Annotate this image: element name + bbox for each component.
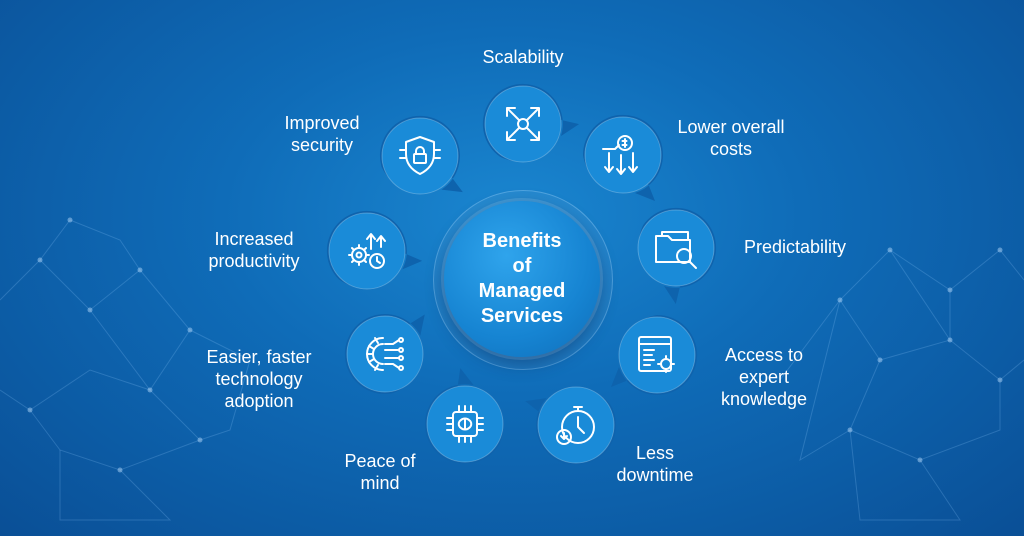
- money-down-icon: [602, 135, 638, 175]
- brain-chip-icon: [446, 405, 484, 443]
- label-peace-of-mind: Peace of mind: [344, 451, 416, 493]
- folder-search-icon: [655, 231, 697, 269]
- tech-gear-icon: [366, 337, 404, 371]
- center-title: Benefits of Managed Services: [478, 230, 566, 327]
- label-expert-knowledge: Access to expert knowledge: [720, 345, 808, 409]
- gears-arrows-icon: [348, 233, 386, 269]
- center-hub: Benefits of Managed Services: [444, 201, 600, 357]
- bubble-productivity: [326, 210, 423, 291]
- label-lower-costs: Lower overall costs: [677, 117, 785, 159]
- bubble-security: [379, 115, 463, 196]
- stopwatch-icon: [556, 406, 595, 445]
- arrows-expand-icon: [506, 107, 540, 141]
- browser-gear-icon: [638, 336, 675, 373]
- shield-lock-icon: [399, 136, 441, 175]
- label-predictability: Predictability: [743, 237, 847, 257]
- label-security: Improved security: [284, 113, 360, 155]
- bubble-lower-costs: [582, 114, 663, 201]
- label-productivity: Increased productivity: [208, 229, 300, 271]
- bubble-scalability: [482, 83, 580, 164]
- bubble-expert-knowledge: [611, 314, 698, 395]
- label-scalability: Scalability: [482, 47, 564, 67]
- label-tech-adoption: Easier, faster technology adoption: [206, 347, 312, 411]
- bubble-predictability: [636, 207, 717, 305]
- label-less-downtime: Less downtime: [616, 443, 694, 485]
- bubble-peace-of-mind: [424, 368, 505, 465]
- bubble-tech-adoption: [344, 314, 425, 394]
- bubble-less-downtime: [525, 385, 617, 466]
